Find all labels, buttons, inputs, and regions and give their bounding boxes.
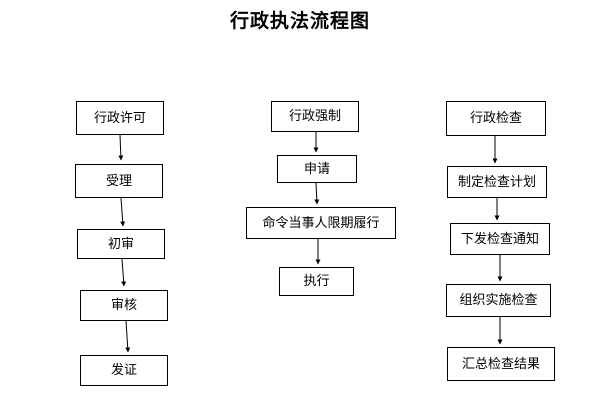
arrow-apply-to-order <box>314 182 320 205</box>
arrow-permit-to-accept <box>118 134 124 161</box>
node-accept: 受理 <box>75 164 163 198</box>
node-summarize-results: 汇总检查结果 <box>447 347 555 381</box>
arrow-accept-to-initial-review <box>120 197 126 227</box>
node-admin-enforcement: 行政强制 <box>271 101 359 132</box>
node-admin-inspection: 行政检查 <box>446 101 546 136</box>
node-implement-inspection: 组织实施检查 <box>446 284 551 317</box>
node-make-inspection-plan: 制定检查计划 <box>447 166 547 198</box>
node-review: 审核 <box>80 290 168 321</box>
arrow-initial-review-to-review <box>121 258 127 287</box>
node-execute: 执行 <box>279 267 354 296</box>
node-initial-review: 初审 <box>77 229 165 259</box>
node-order-party-comply: 命令当事人限期履行 <box>246 207 396 239</box>
node-issue-inspection-notice: 下发检查通知 <box>450 223 550 255</box>
node-admin-permit: 行政许可 <box>76 101 164 135</box>
page-title: 行政执法流程图 <box>229 10 370 32</box>
arrow-review-to-issue <box>125 320 131 353</box>
node-apply: 申请 <box>277 155 357 183</box>
node-issue-certificate: 发证 <box>80 355 168 386</box>
